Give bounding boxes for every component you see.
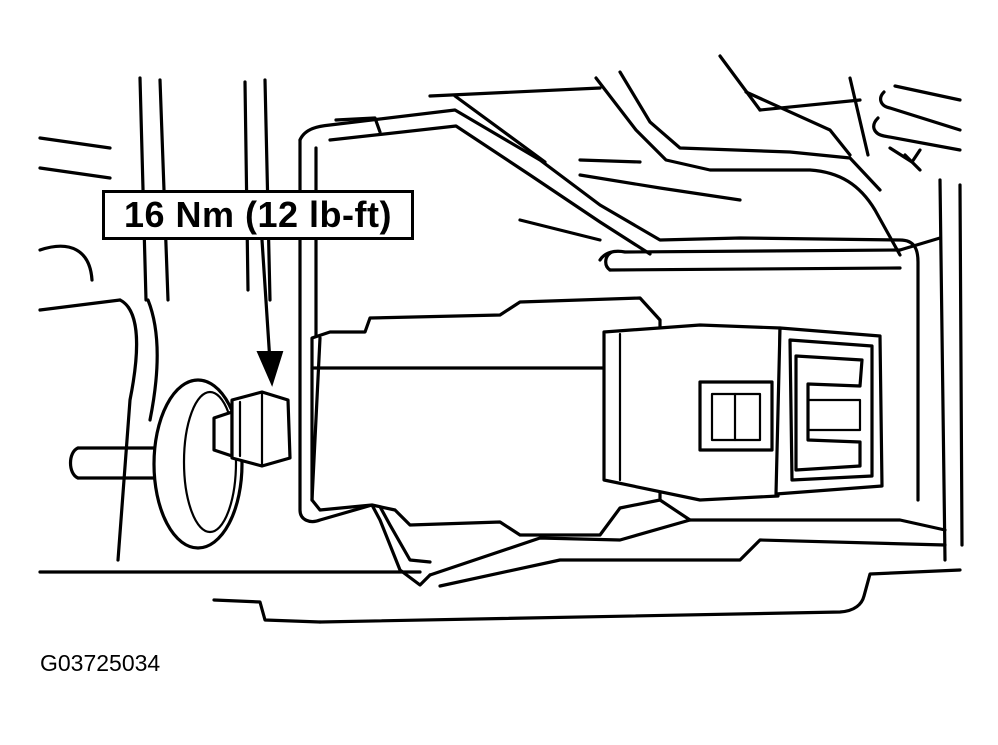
torque-spec-label: 16 Nm (12 lb-ft) [123,194,393,235]
switch-body [310,296,662,537]
pedal-pin [68,446,162,480]
upper-right-structure [518,54,964,562]
left-housing-lines [38,76,272,312]
electrical-connector [602,323,884,502]
figure-code: G03725034 [40,650,161,676]
pedal-arm [116,298,159,562]
adjusting-nut [212,390,292,468]
switch-plunger-disk [152,378,244,550]
lower-base [38,498,962,624]
torque-spec-callout: 16 Nm (12 lb-ft) [102,190,414,240]
connector-latch [698,380,774,452]
spring-loops [872,84,962,172]
callout-leader-arrow [256,238,284,387]
